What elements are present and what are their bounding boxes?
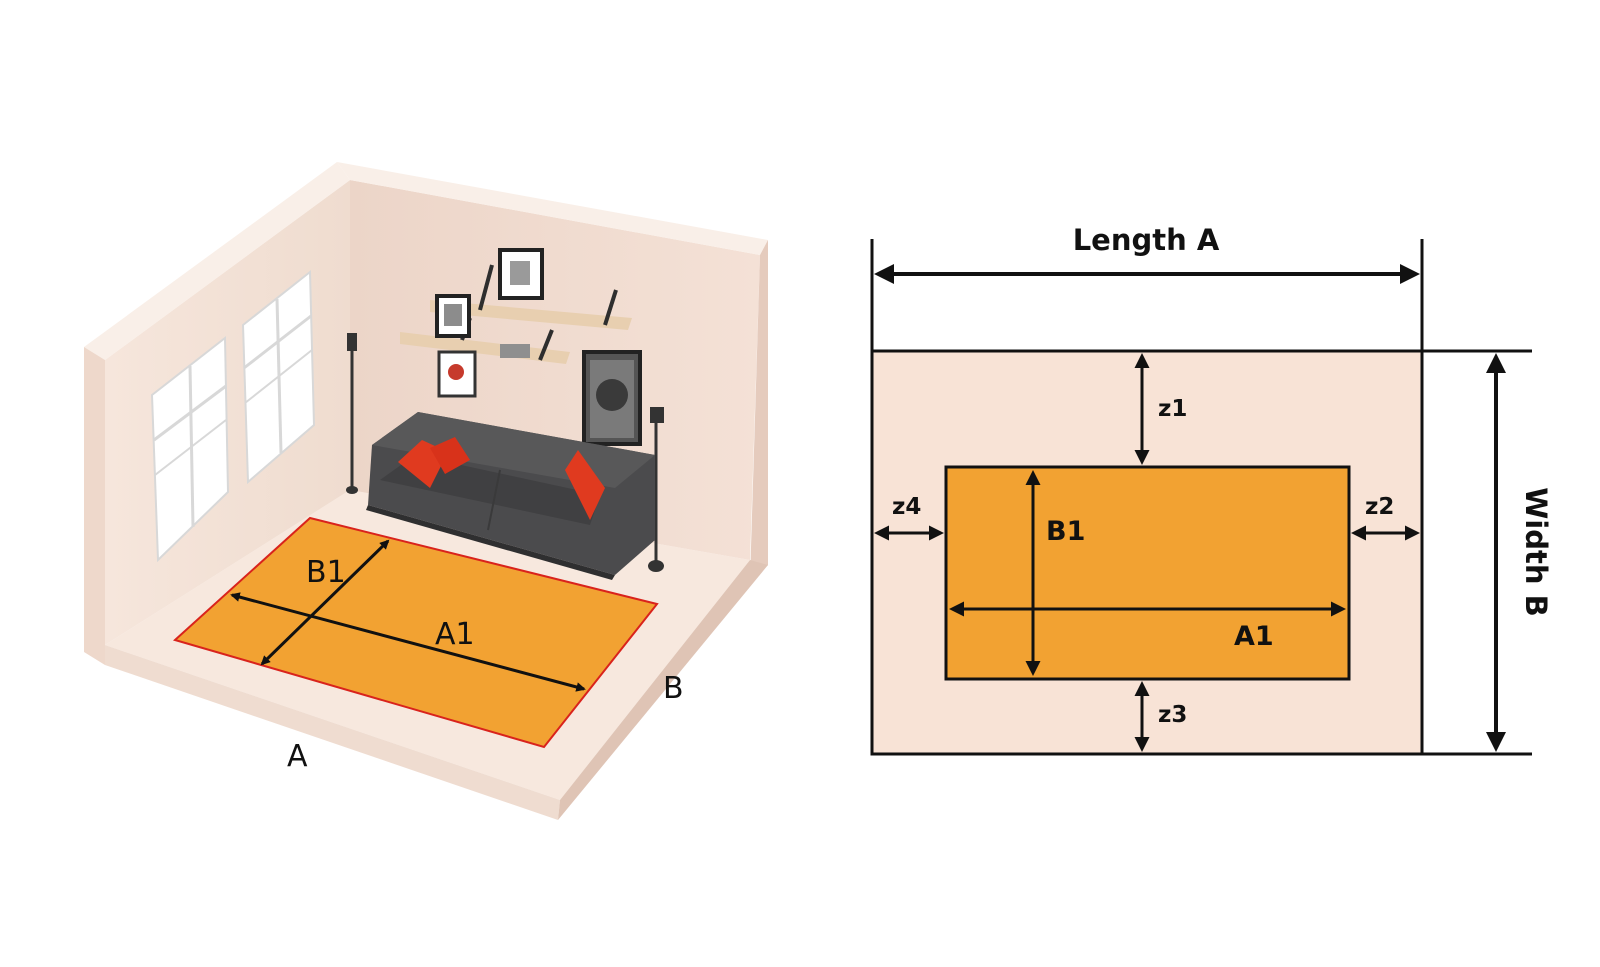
wall-pictures — [437, 350, 642, 446]
width-b-label: Width B — [1519, 487, 1553, 616]
room-label-a: A — [287, 739, 308, 774]
back-wall-top — [337, 162, 768, 255]
plan-diagram: Length A Width B B1 A1 z1 z2 z3 z4 — [870, 223, 1553, 756]
rug-arrow-b1 — [260, 539, 390, 666]
gap-z1-label: z1 — [1158, 396, 1187, 422]
window-left — [150, 335, 230, 563]
left-wall-face — [84, 347, 105, 665]
floor-slab-side — [558, 560, 768, 820]
back-wall-edge — [750, 240, 768, 580]
gap-z4-label: z4 — [892, 494, 921, 520]
sofa — [366, 412, 655, 580]
floor-slab-front — [105, 645, 560, 820]
cushion-3 — [565, 450, 605, 520]
gap-z3-label: z3 — [1158, 702, 1187, 728]
plan-rug — [944, 465, 1351, 681]
gap-z2-label: z2 — [1365, 494, 1394, 520]
plan-label-a1: A1 — [1234, 621, 1274, 652]
cushion-2 — [430, 437, 470, 474]
window-right — [241, 269, 316, 485]
length-a-label: Length A — [1073, 223, 1220, 257]
left-wall-top — [84, 162, 350, 360]
rug-label-a1: A1 — [435, 617, 475, 652]
wall-shelves — [400, 248, 632, 364]
floor-lamps — [346, 333, 664, 572]
room-label-b: B — [663, 671, 684, 706]
plan-label-b1: B1 — [1046, 516, 1085, 547]
rug-label-b1: B1 — [306, 555, 346, 590]
room-illustration: B1 A1 B A — [84, 162, 768, 820]
